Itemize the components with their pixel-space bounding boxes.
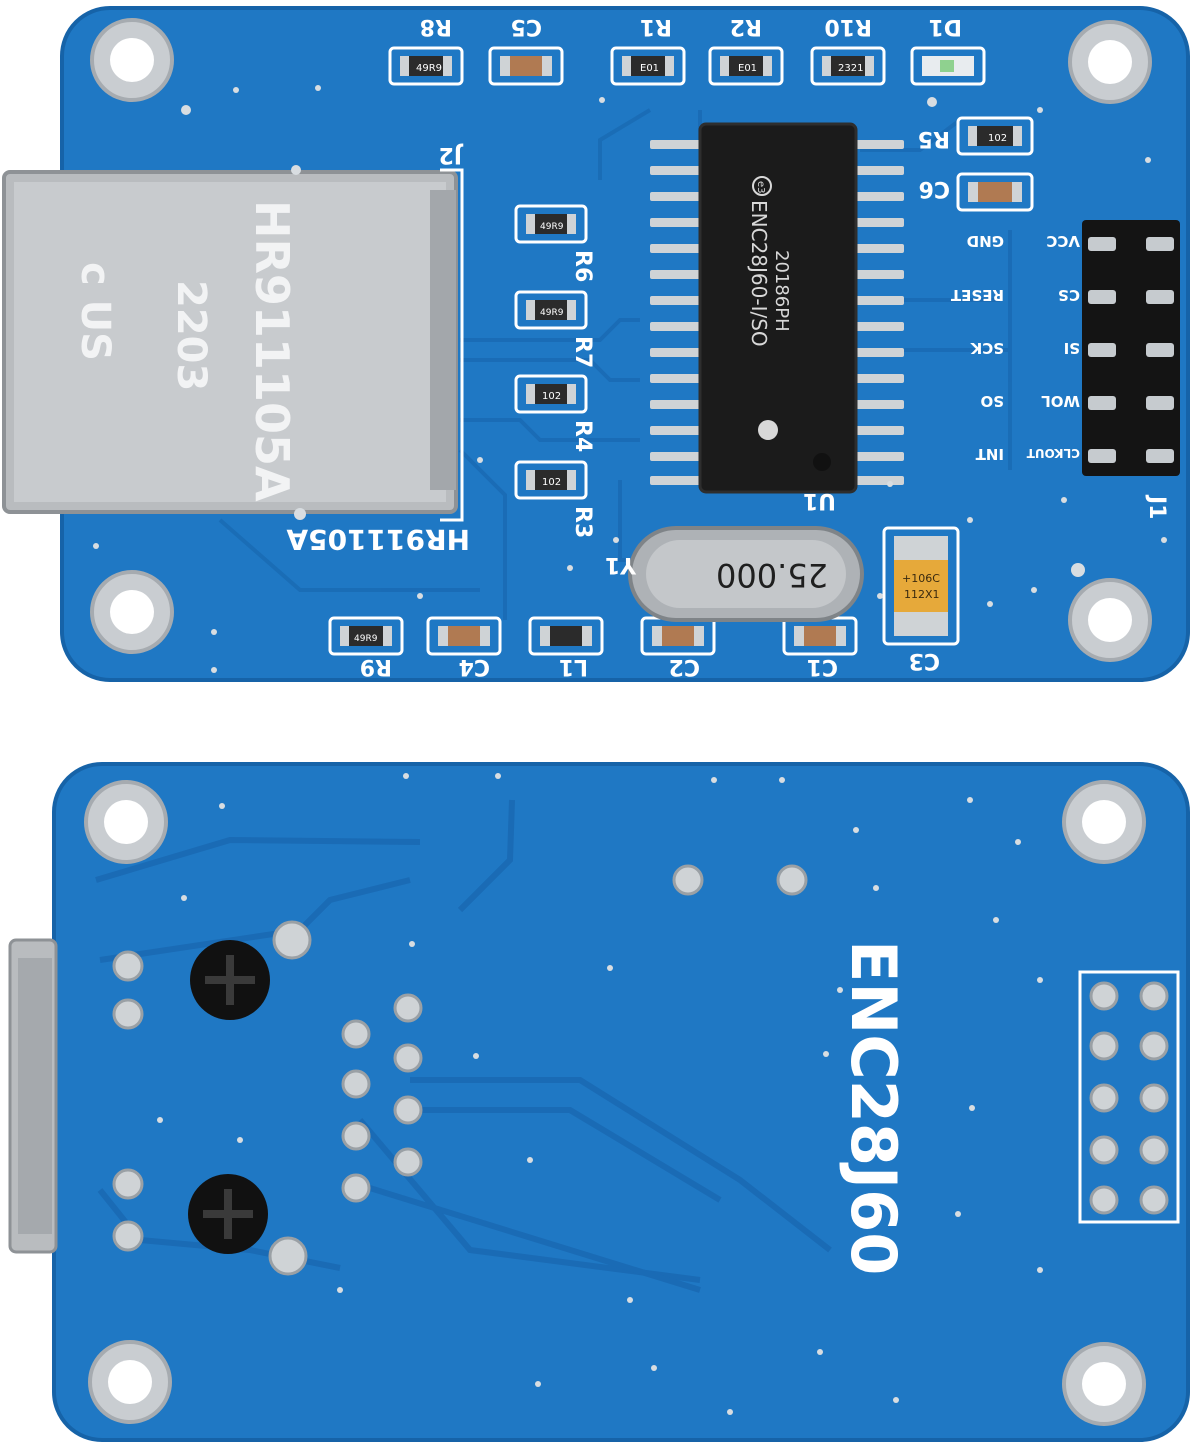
back-traces [95,799,832,1293]
designator-c6: C6 [919,176,950,201]
pin-labels-left: GND RESET SCK SO INT [950,232,1004,463]
chip-pins-left [650,140,704,485]
pin-label-reset: RESET [950,286,1004,304]
pin-label-vcc: VCC [1046,232,1080,250]
back-vias [157,773,1043,1415]
r4-code: 102 [542,391,561,402]
ul-mark-text: c US [72,262,118,361]
designator-c2: C2 [669,654,700,679]
rj45-jack: HR911105A 2203 c US [2,170,458,514]
jack-silkscreen-label: HR911105A [286,523,470,556]
tantalum-code-1: +106C [902,572,940,585]
designator-j2: J2 [439,142,465,167]
pin-label-int: INT [975,445,1004,463]
r2-code: E01 [738,63,757,74]
designator-r6: R6 [570,250,595,282]
pin-labels-right: VCC CS SI WOL CLKOUT [1026,232,1080,460]
r5-code: 102 [988,133,1007,144]
designator-c4: C4 [459,654,490,679]
jack-date-text: 2203 [168,280,214,391]
front-vias [93,85,1167,673]
tantalum-capacitor-c3: +106C 112X1 [882,526,960,646]
back-board-label: ENC28J60 [837,940,910,1275]
back-jack-edge [8,938,58,1254]
front-designators: R8 C5 R1 R2 R10 D1 R5 C6 J2 R6 R7 R4 R3 … [286,14,1169,679]
back-board: ENC28J60 [8,762,1190,1442]
back-solder-joints [112,864,808,1276]
pin-label-so: SO [980,392,1004,410]
pin-label-sck: SCK [969,339,1004,357]
pin-label-si: SI [1064,339,1080,357]
designator-u1: U1 [803,488,836,513]
r3-code: 102 [542,477,561,488]
designator-r1: R1 [640,14,672,39]
enc28j60-chip: ENC28J60-I/SO 20186PH e3 [650,122,904,494]
pin-label-wol: WOL [1041,392,1080,410]
r7-code: 49R9 [540,308,564,318]
designator-r3: R3 [570,506,595,538]
designator-c5: C5 [511,14,542,39]
designator-l1: L1 [559,654,588,679]
pin-label-gnd: GND [967,232,1004,250]
tantalum-code-2: 112X1 [904,588,940,601]
r9-code: 49R9 [354,634,378,644]
designator-r7: R7 [570,336,595,368]
designator-r10: R10 [824,14,872,39]
designator-j1: J1 [1144,494,1169,520]
front-board: HR911105A 2203 c US 49R9 E01 E01 2321 [2,6,1190,682]
jack-model-text: HR911105A [245,200,299,502]
chip-date-code: 20186PH [771,250,792,332]
back-header-pads [1078,970,1180,1224]
designator-r5: R5 [918,126,950,151]
back-mounting-holes [84,780,1146,1426]
designator-y1: Y1 [605,552,637,577]
designator-r8: R8 [420,14,452,39]
chip-part-number: ENC28J60-I/SO [747,200,771,347]
front-smd-parts: 49R9 E01 E01 2321 102 49R9 [328,46,1034,656]
crystal-frequency: 25.000 [716,556,828,594]
header-j1 [1082,220,1180,476]
pin-label-cs: CS [1058,286,1080,304]
r10-code: 2321 [838,63,863,74]
chip-e3-mark: e3 [755,181,766,194]
designator-c3: C3 [909,648,940,673]
pin-label-clkout: CLKOUT [1026,446,1080,460]
r1-code: E01 [640,63,659,74]
r8-code: 49R9 [416,63,442,74]
designator-r4: R4 [570,420,595,452]
crystal-y1: 25.000 [628,526,864,622]
designator-r2: R2 [730,14,762,39]
designator-d1: D1 [928,14,962,39]
back-led-posts [188,940,270,1254]
r6-code: 49R9 [540,222,564,232]
j2-outline [440,168,464,522]
front-mounting-holes [90,18,1152,662]
designator-c1: C1 [807,654,838,679]
back-pcb [52,762,1190,1442]
designator-r9: R9 [360,654,392,679]
